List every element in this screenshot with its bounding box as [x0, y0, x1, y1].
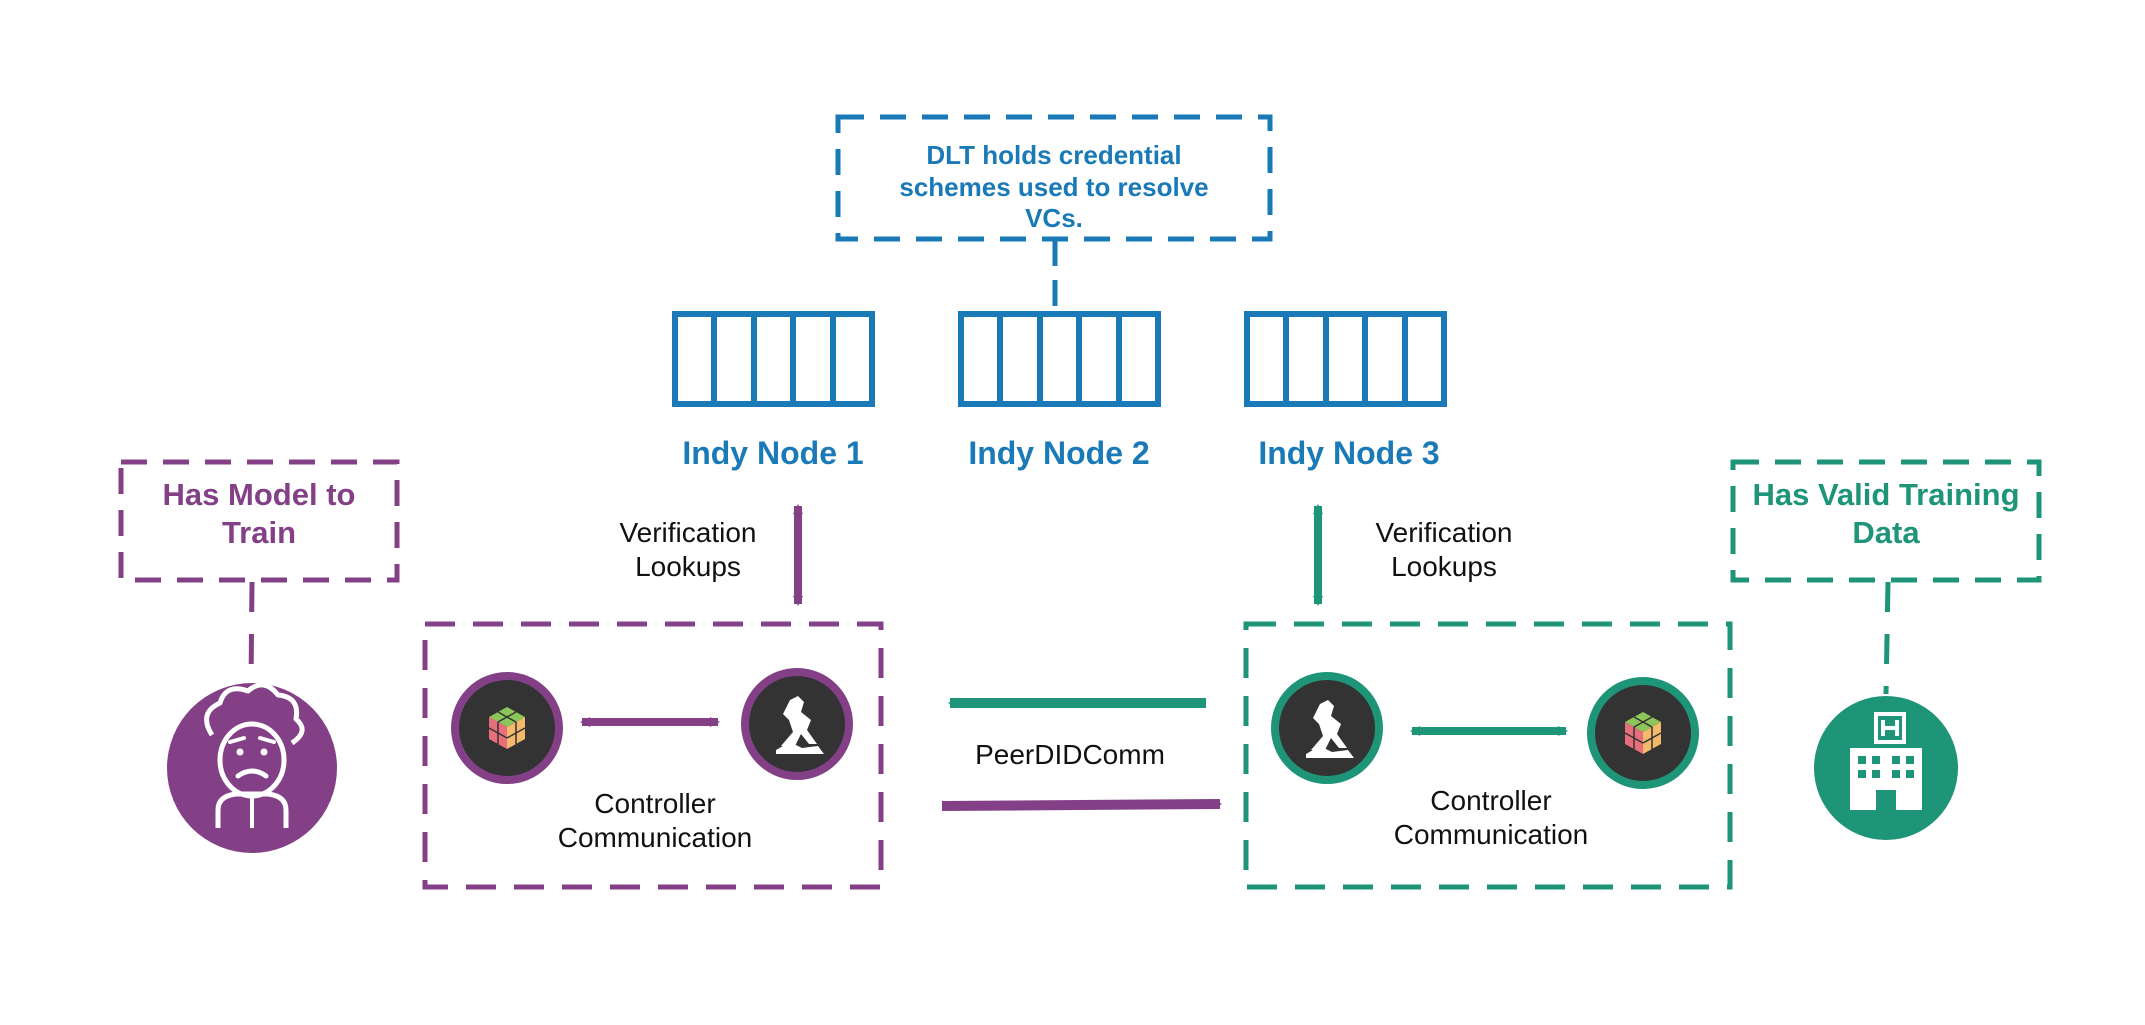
- node-label-1: Indy Node 1: [682, 435, 864, 471]
- node-label-3: Indy Node 3: [1258, 435, 1440, 471]
- ledger-blocks-icon: [958, 311, 1161, 407]
- hospital-icon: [1814, 696, 1958, 840]
- dlt-note-text: DLT holds credential schemes used to res…: [899, 140, 1209, 234]
- goat-icon: [741, 668, 853, 780]
- right-controller-label: Controller Communication: [1393, 785, 1589, 851]
- left-role-label: Has Model to Train: [162, 477, 356, 550]
- node-label-2: Indy Node 2: [968, 435, 1150, 471]
- ledger-blocks-icon: [1244, 311, 1447, 407]
- ledger-blocks-icon: [672, 311, 875, 407]
- goat-icon: [1271, 672, 1383, 784]
- scientist-icon: [167, 682, 337, 853]
- right-role-connector: [1883, 581, 1891, 695]
- left-verification-label: Verification Lookups: [619, 517, 757, 583]
- left-role-connector: [248, 581, 255, 686]
- right-role-label: Has Valid Training Data: [1752, 477, 2020, 550]
- rubiks-cube-icon: [1587, 677, 1699, 789]
- peer-didcomm-label: PeerDIDComm: [975, 739, 1165, 770]
- rubiks-cube-icon: [451, 672, 563, 784]
- left-role-box: [118, 459, 400, 583]
- right-agent-box: [1243, 621, 1733, 890]
- right-verification-label: Verification Lookups: [1375, 517, 1513, 583]
- left-controller-label: Controller Communication: [557, 788, 753, 854]
- left-agent-box: [422, 621, 884, 890]
- peer-arrow-to-right: [941, 799, 1222, 811]
- dlt-note-box: [835, 114, 1273, 242]
